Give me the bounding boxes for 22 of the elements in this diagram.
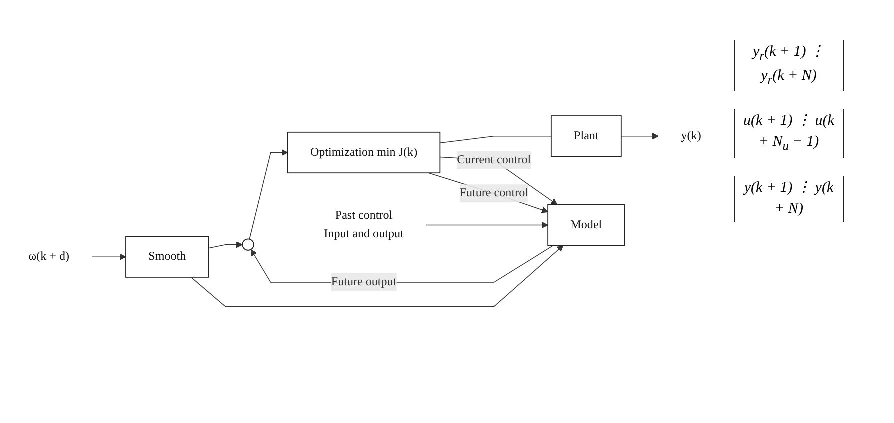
arrow xyxy=(249,150,288,240)
arrow xyxy=(428,172,548,214)
node-text: Past control Input and output xyxy=(324,210,404,240)
node-text: y(k) xyxy=(681,130,702,142)
edge-label: Current control xyxy=(457,154,532,167)
node-box: Model xyxy=(548,204,626,246)
node-box: Plant xyxy=(550,116,622,158)
vector-label: y$_{r}$(k + 1) ⋮ y$_{r}$(k + N) xyxy=(734,40,844,91)
node-circle xyxy=(242,238,254,252)
edge-label: Future control xyxy=(460,186,528,200)
node-box: Smooth xyxy=(126,236,210,278)
node-box: Optimization min J(k) xyxy=(287,132,441,174)
vector-label: y(k + 1) ⋮ y(k + N) xyxy=(734,176,844,222)
arrow xyxy=(440,156,558,206)
arrow xyxy=(426,222,548,229)
arrow xyxy=(208,242,243,249)
node-text: ω(k + d) xyxy=(28,250,70,264)
arrow xyxy=(92,254,126,260)
vector-label: u(k + 1) ⋮ u(k + N$_{u}$ − 1) xyxy=(734,109,844,158)
edge-label: Future output xyxy=(331,276,397,289)
connector xyxy=(440,136,552,144)
arrow xyxy=(621,133,659,140)
